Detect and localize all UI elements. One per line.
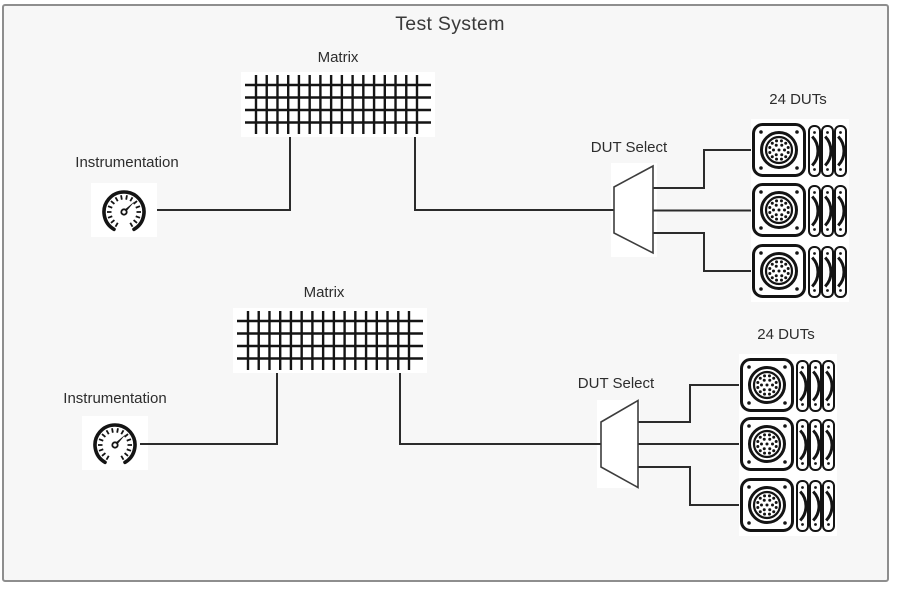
channel-2-instrumentation-label: Instrumentation bbox=[63, 390, 167, 407]
circular-connector-stack-icon bbox=[749, 117, 851, 183]
channel-1-instrumentation-label: Instrumentation bbox=[75, 154, 179, 171]
mux-trapezoid-shape bbox=[600, 399, 639, 489]
circular-connector-stack-icon bbox=[737, 472, 839, 538]
channel-1-duts-count-label: 24 DUTs bbox=[769, 91, 827, 108]
page-title: Test System bbox=[395, 13, 505, 35]
circular-connector-stack-icon bbox=[749, 238, 851, 304]
gauge-icon bbox=[80, 414, 150, 472]
matrix-grid-icon bbox=[239, 70, 437, 139]
channel-2-dut-select-label: DUT Select bbox=[577, 375, 655, 392]
wire-mux-to-stack-1 bbox=[653, 149, 754, 189]
wire-instrumentation-to-matrix bbox=[140, 373, 278, 445]
wire-mux-to-stack-3 bbox=[653, 232, 754, 272]
channel-2-matrix-label: Matrix bbox=[303, 284, 345, 301]
gauge-icon bbox=[89, 181, 159, 239]
wire-matrix-to-mux bbox=[414, 137, 614, 211]
circular-connector-stack-icon bbox=[737, 352, 839, 418]
wire-matrix-to-mux bbox=[399, 373, 601, 445]
mux-trapezoid-shape bbox=[613, 164, 654, 255]
channel-2-group bbox=[80, 306, 839, 538]
wire-mux-to-stack-3 bbox=[638, 466, 742, 506]
circular-connector-stack-icon bbox=[737, 411, 839, 477]
channel-1-matrix-label: Matrix bbox=[317, 49, 359, 66]
wire-mux-to-stack-1 bbox=[638, 384, 742, 423]
channel-1-dut-select-label: DUT Select bbox=[590, 139, 668, 156]
channel-1-group bbox=[89, 70, 851, 304]
channel-2-duts-count-label: 24 DUTs bbox=[757, 326, 815, 343]
wire-instrumentation-to-matrix bbox=[157, 137, 291, 211]
circular-connector-stack-icon bbox=[749, 177, 851, 243]
matrix-grid-icon bbox=[231, 306, 429, 375]
